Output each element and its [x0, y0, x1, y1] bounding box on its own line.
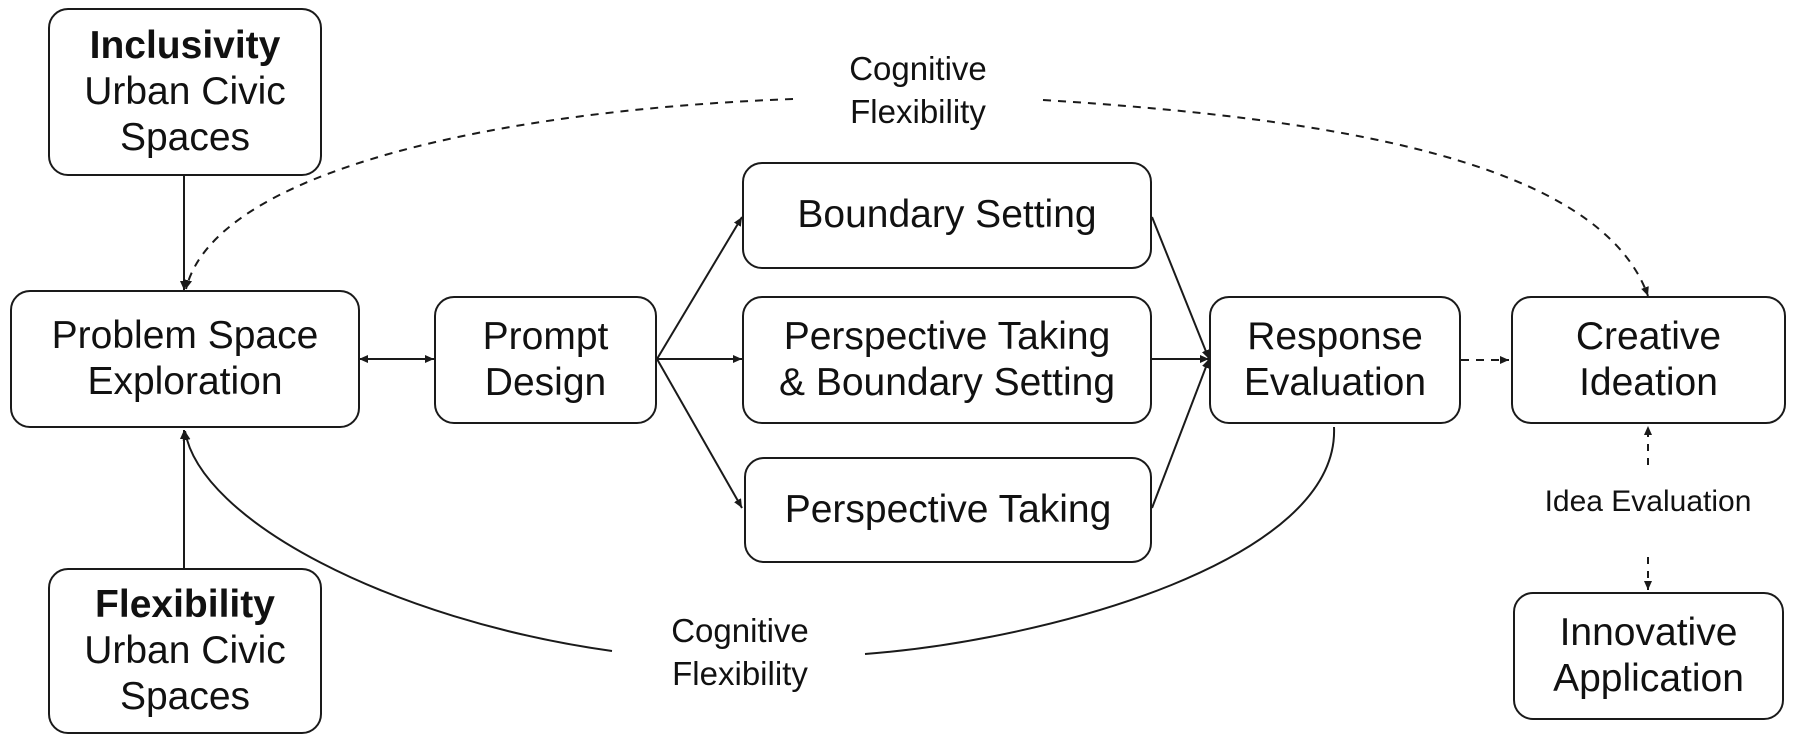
creative-ideation-line2: Ideation [1579, 361, 1718, 404]
arrow-perspective-taking-to-response [1151, 358, 1210, 509]
creative-ideation-line1: Creative [1575, 314, 1722, 358]
inclusivity-line1: Urban Civic [84, 69, 286, 113]
response-evaluation-line1: Response [1247, 314, 1423, 358]
perspective-taking-node: Perspective Taking [744, 457, 1152, 563]
arc-cognitive-flexibility-to-problem-space [184, 98, 794, 290]
innovative-application-line1: Innovative [1559, 610, 1738, 654]
cognitive-flexibility-top-label: Cognitive Flexibility [800, 48, 1036, 134]
boundary-setting-node: Boundary Setting [742, 162, 1152, 269]
flexibility-line2: Spaces [119, 675, 251, 718]
cognitive-flexibility-top-line2: Flexibility [850, 92, 986, 130]
problem-space-line1: Problem Space [51, 313, 319, 357]
perspective-boundary-node: Perspective Taking & Boundary Setting [742, 296, 1152, 424]
innovative-application-line2: Application [1553, 657, 1744, 700]
response-evaluation-line2: Evaluation [1243, 361, 1427, 404]
problem-space-exploration-node: Problem Space Exploration [10, 290, 360, 428]
flexibility-node: Flexibility Urban Civic Spaces [48, 568, 322, 734]
prompt-design-line1: Prompt [482, 314, 609, 358]
idea-evaluation-text: Idea Evaluation [1544, 485, 1752, 518]
arrow-prompt-to-perspective-taking [656, 358, 743, 509]
response-evaluation-node: Response Evaluation [1209, 296, 1461, 424]
arrow-boundary-setting-to-response [1151, 216, 1210, 360]
arc-cognitive-flexibility-to-creative-ideation [1042, 99, 1649, 297]
innovative-application-node: Innovative Application [1513, 592, 1784, 720]
prompt-design-node: Prompt Design [434, 296, 657, 424]
perspective-boundary-line1: Perspective Taking [783, 314, 1111, 358]
cognitive-flexibility-top-line1: Cognitive [849, 50, 987, 87]
inclusivity-line2: Spaces [119, 116, 251, 159]
perspective-boundary-line2: & Boundary Setting [778, 361, 1116, 404]
inclusivity-node: Inclusivity Urban Civic Spaces [48, 8, 322, 176]
cognitive-flexibility-bottom-line2: Flexibility [672, 654, 808, 692]
arrow-prompt-to-boundary-setting [656, 216, 743, 360]
idea-evaluation-label: Idea Evaluation [1508, 482, 1788, 521]
arc-response-to-cognitive-flexibility [864, 426, 1336, 655]
perspective-taking-label: Perspective Taking [784, 487, 1112, 531]
cognitive-flexibility-bottom-label: Cognitive Flexibility [620, 610, 860, 696]
cognitive-flexibility-bottom-line1: Cognitive [671, 612, 809, 649]
flexibility-line1: Urban Civic [84, 628, 286, 672]
creative-ideation-node: Creative Ideation [1511, 296, 1786, 424]
flexibility-title: Flexibility [95, 582, 275, 626]
prompt-design-line2: Design [484, 361, 607, 404]
problem-space-line2: Exploration [87, 360, 283, 403]
arc-cognitive-flexibility-to-problem-space-bottom [182, 430, 613, 652]
boundary-setting-label: Boundary Setting [797, 193, 1097, 237]
inclusivity-title: Inclusivity [89, 23, 281, 67]
